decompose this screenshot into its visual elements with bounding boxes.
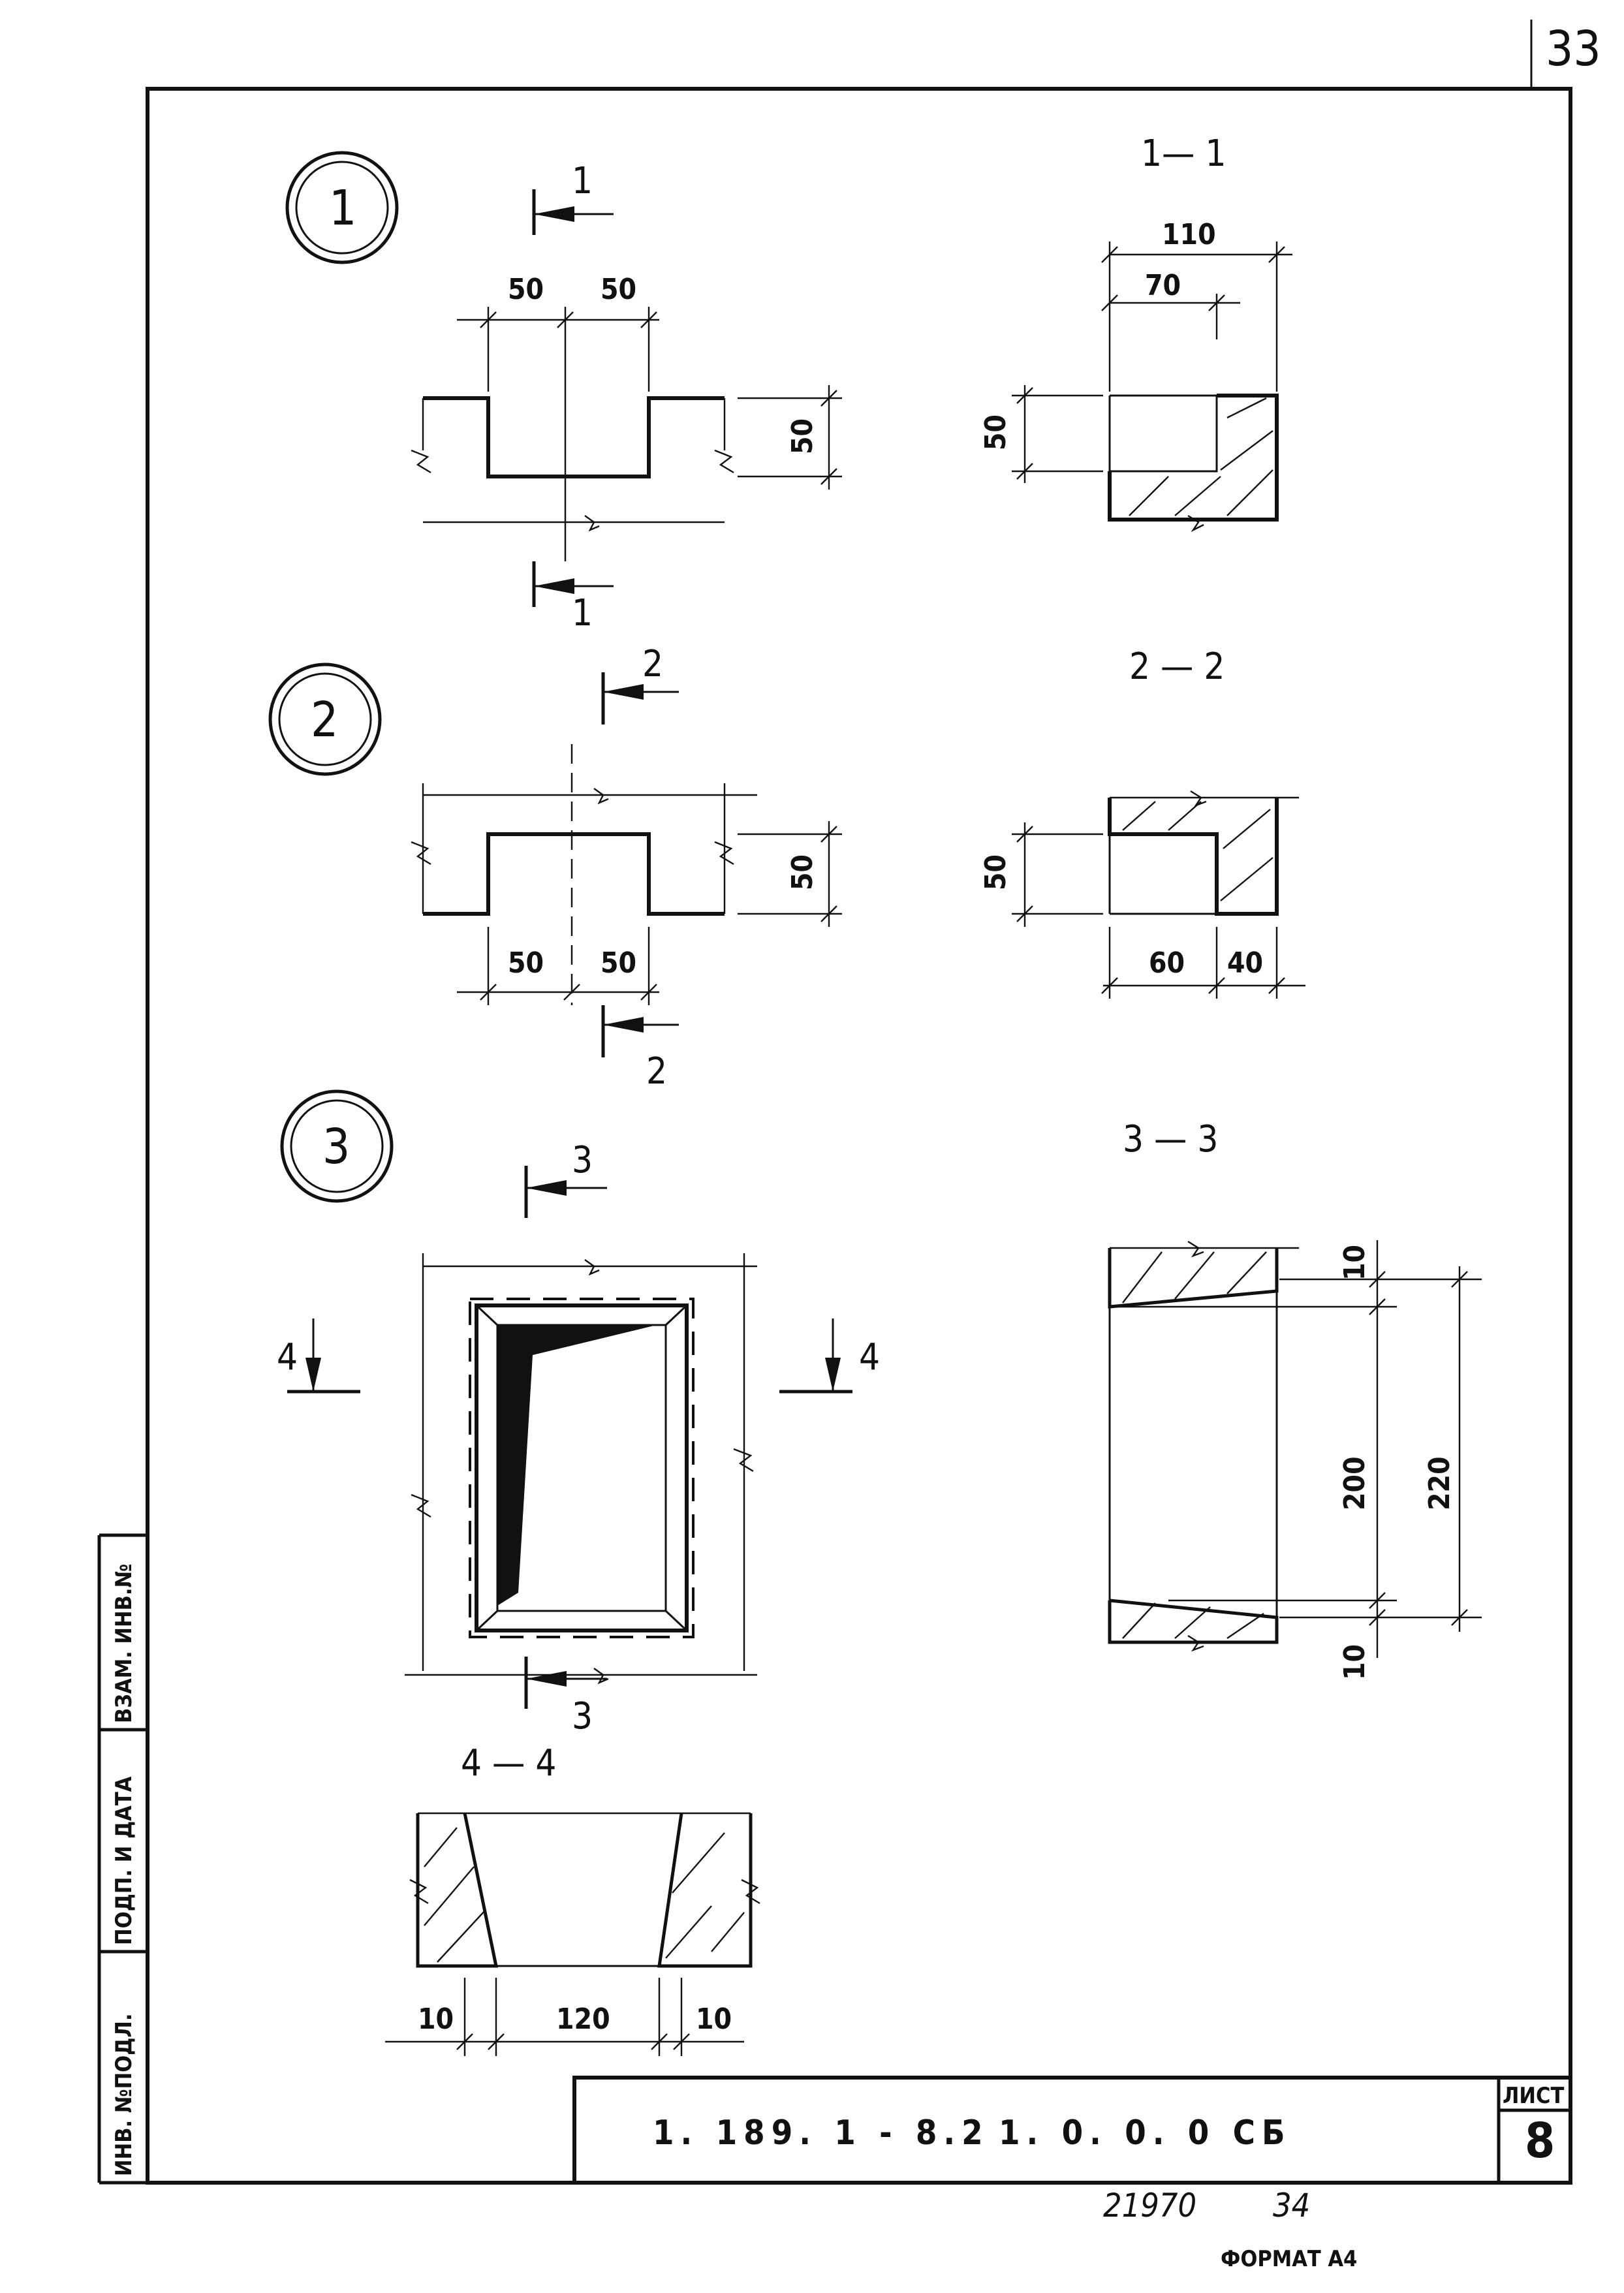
cut-1-top-number: 1: [572, 160, 593, 202]
dim-2-2-left: 60: [1149, 946, 1185, 980]
dim-1-depth: 50: [786, 418, 819, 454]
detail-3-plan: [405, 1253, 757, 1685]
sheet-number: 8: [1525, 2113, 1555, 2169]
cut-1-top: [532, 189, 614, 235]
cut-1-bottom-number: 1: [572, 592, 593, 634]
detail-1-plan: [411, 307, 842, 561]
dim-3-3-top: 10: [1338, 1245, 1371, 1281]
section-2-2-title: 2 — 2: [1129, 646, 1225, 688]
title-designation: 1. 189. 1 - 8.2: [653, 2114, 990, 2153]
cut-2-bottom-number: 2: [646, 1050, 667, 1093]
archive-number: 21970: [1103, 2187, 1196, 2224]
callout-1-number: 1: [329, 180, 356, 236]
cut-2-bottom: [601, 1005, 679, 1057]
section-2-2: [1012, 790, 1305, 999]
section-1-1: [1012, 242, 1292, 533]
title-code: 1. 0. 0. 0 СБ: [999, 2114, 1292, 2153]
dim-2-2-height: 50: [979, 854, 1012, 890]
detail-2-plan: [411, 744, 842, 1005]
archive-page: 34: [1273, 2187, 1310, 2224]
dim-2-bottom-left: 50: [508, 946, 544, 980]
cut-1-bottom: [532, 561, 614, 607]
cut-2-top: [601, 672, 679, 725]
dim-1-top-right: 50: [601, 273, 636, 306]
side-stamp: [97, 1533, 149, 2185]
dim-1-top-left: 50: [508, 273, 544, 306]
dim-3-3-bottom: 10: [1338, 1644, 1371, 1680]
page-number: 33: [1546, 21, 1601, 77]
cut-3-top-number: 3: [572, 1139, 593, 1181]
cut-3-bottom-number: 3: [572, 1695, 593, 1738]
cut-3-bottom: [524, 1657, 607, 1709]
cut-4-right-number: 4: [859, 1336, 880, 1379]
dim-1-1-depth: 50: [979, 414, 1012, 450]
cut-4-right: [779, 1318, 852, 1394]
format-label: ФОРМАТ А4: [1221, 2246, 1357, 2272]
section-1-1-title: 1— 1: [1141, 133, 1226, 175]
dim-2-height: 50: [786, 854, 819, 890]
section-3-3-title: 3 — 3: [1123, 1118, 1218, 1161]
callout-3-number: 3: [322, 1119, 350, 1175]
dim-2-bottom-right: 50: [601, 946, 636, 980]
sheet-label: ЛИСТ: [1503, 2083, 1564, 2109]
stamp-vzam-inv: ВЗАМ. ИНВ.№: [111, 1564, 137, 1723]
title-block: [572, 2076, 1572, 2185]
dim-4-4-right: 10: [696, 2003, 732, 2036]
dim-4-4-opening: 120: [556, 2003, 610, 2036]
section-4-4-title: 4 — 4: [461, 1742, 556, 1785]
cut-3-top: [524, 1166, 607, 1218]
dim-1-1-width: 110: [1162, 218, 1216, 251]
cut-2-top-number: 2: [642, 643, 663, 685]
dim-3-3-total: 220: [1423, 1456, 1456, 1510]
stamp-inv-podl: ИНВ. №ПОДЛ.: [111, 2014, 137, 2176]
dim-4-4-left: 10: [418, 2003, 454, 2036]
dim-3-3-opening: 200: [1338, 1456, 1371, 1510]
dim-2-2-right: 40: [1227, 946, 1263, 980]
section-4-4: [385, 1812, 760, 2056]
callout-3: [280, 1089, 394, 1203]
callout-1: [285, 151, 399, 264]
cut-4-left-number: 4: [277, 1336, 298, 1379]
section-3-3: [1108, 1240, 1482, 1658]
cut-4-left: [287, 1318, 360, 1394]
sheet-frame: [146, 20, 1572, 2185]
callout-2: [268, 663, 382, 776]
callout-2-number: 2: [311, 692, 338, 748]
stamp-podp-data: ПОДП. И ДАТА: [111, 1776, 137, 1945]
dim-1-1-inner: 70: [1145, 269, 1181, 302]
